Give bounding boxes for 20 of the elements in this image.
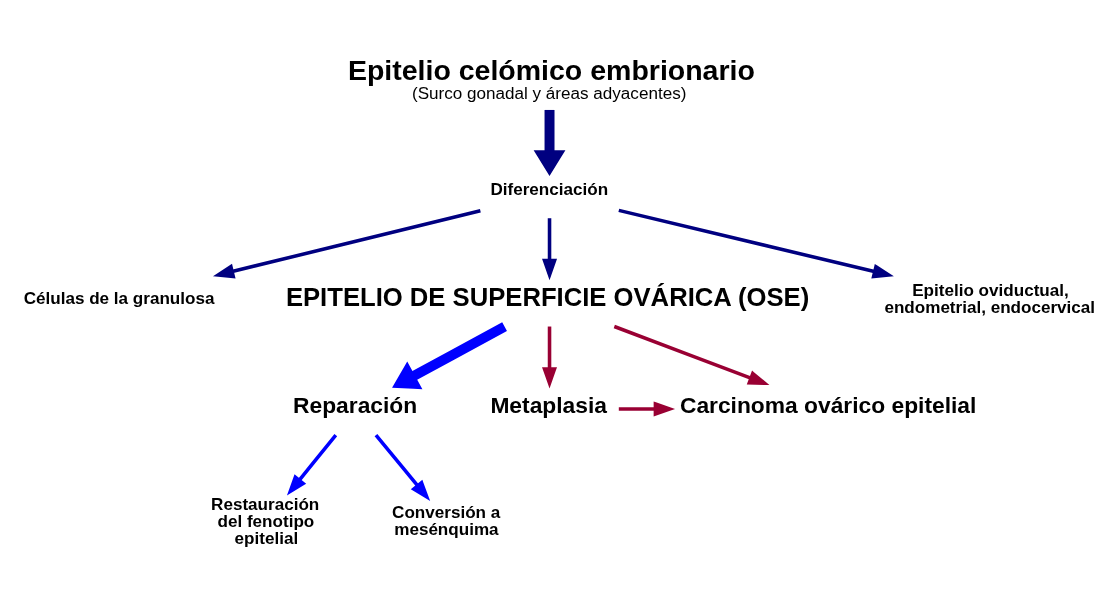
- node-text: Diferenciación: [490, 180, 609, 200]
- arrow: [542, 326, 557, 389]
- arrow: [618, 208, 894, 279]
- arrow: [374, 433, 431, 502]
- arrow: [213, 209, 481, 279]
- node-text: Conversión a mesénquima: [392, 503, 501, 540]
- arrow: [542, 218, 557, 281]
- node-text: Epitelio celómico embrionario (Surco gonadal y áreas adyacentes): [347, 53, 755, 104]
- node-text: Epitelio oviductual, endometrial, endocervical: [884, 280, 1096, 317]
- node-text: Reparación: [293, 391, 418, 418]
- node-text: Carcinoma ovárico epitelial: [679, 391, 977, 418]
- node-text: EPITELIO DE SUPERFICIE OVÁRICA (OSE): [285, 282, 810, 311]
- node-text: Restauración del fenotipo epitelial: [211, 494, 320, 548]
- arrow: [618, 401, 676, 417]
- node-text: Células de la granulosa: [23, 288, 215, 308]
- arrow: [613, 324, 770, 386]
- arrow: [392, 322, 507, 390]
- arrow: [533, 109, 566, 177]
- node-text: Metaplasia: [490, 391, 607, 418]
- arrow: [286, 433, 338, 496]
